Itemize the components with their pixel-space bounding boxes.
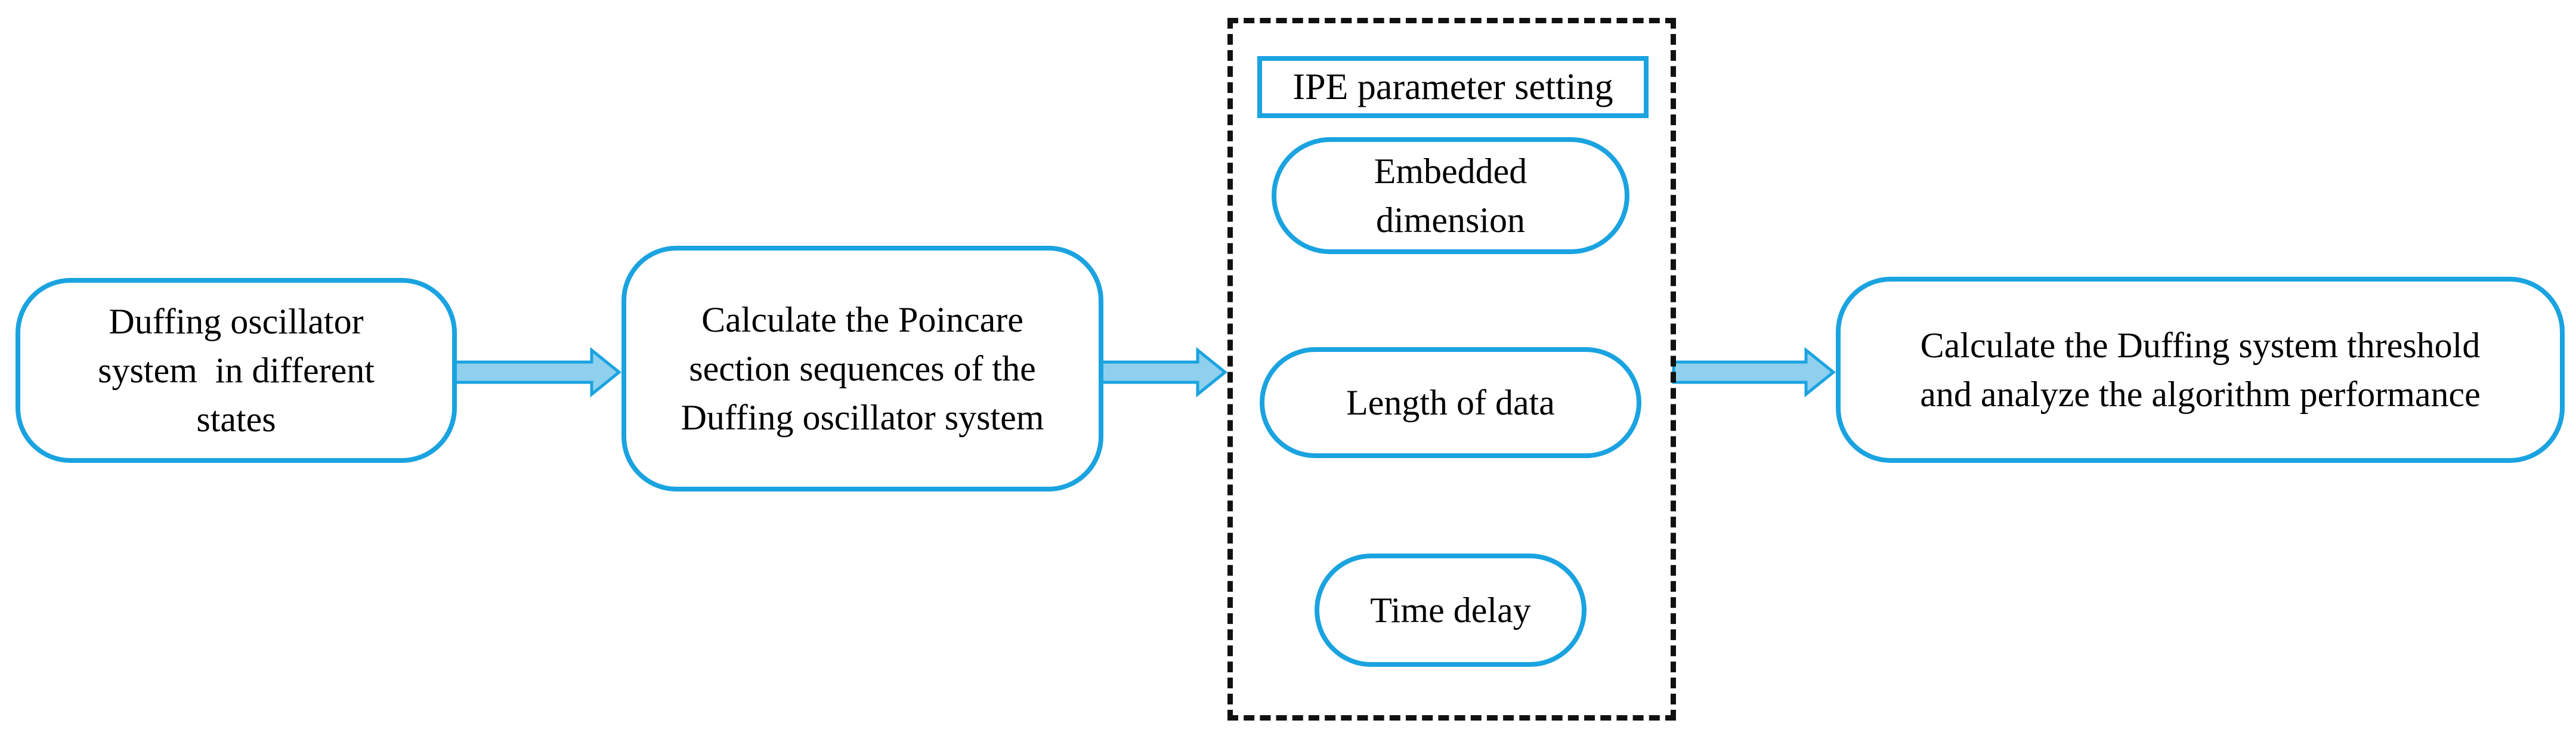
flow-arrow-3 (1672, 347, 1836, 398)
step1-line-3: states (196, 400, 276, 439)
ipe-parameter-title: IPE parameter setting (1257, 56, 1649, 118)
flow-arrow-2 (1099, 347, 1227, 398)
flow-arrow-1 (453, 347, 621, 398)
step-threshold-performance: Calculate the Duffing system threshold a… (1836, 277, 2565, 463)
step1-line-2: system in different (98, 351, 375, 390)
param-delay-line-1: Time delay (1370, 591, 1531, 630)
step4-line-1: Calculate the Duffing system threshold (1920, 326, 2481, 365)
step2-line-3: Duffing oscillator system (681, 398, 1044, 437)
param-embedded-line-2: dimension (1376, 200, 1525, 240)
step-poincare-section: Calculate the Poincare section sequences… (621, 246, 1103, 491)
ipe-parameter-title-text: IPE parameter setting (1292, 67, 1613, 107)
param-length-line-1: Length of data (1346, 383, 1555, 422)
param-length-of-data: Length of data (1260, 347, 1641, 458)
step2-line-2: section sequences of the (689, 349, 1036, 388)
param-embedded-dimension: Embedded dimension (1272, 137, 1629, 254)
ipe-parameter-frame (1227, 18, 1676, 721)
step2-line-1: Calculate the Poincare (701, 300, 1023, 339)
step4-line-2: and analyze the algorithm performance (1920, 375, 2481, 414)
step-duffing-oscillator-states: Duffing oscillator system in different s… (16, 278, 457, 463)
param-embedded-line-1: Embedded (1374, 152, 1527, 191)
param-time-delay: Time delay (1315, 554, 1587, 667)
step1-line-1: Duffing oscillator (109, 302, 364, 341)
